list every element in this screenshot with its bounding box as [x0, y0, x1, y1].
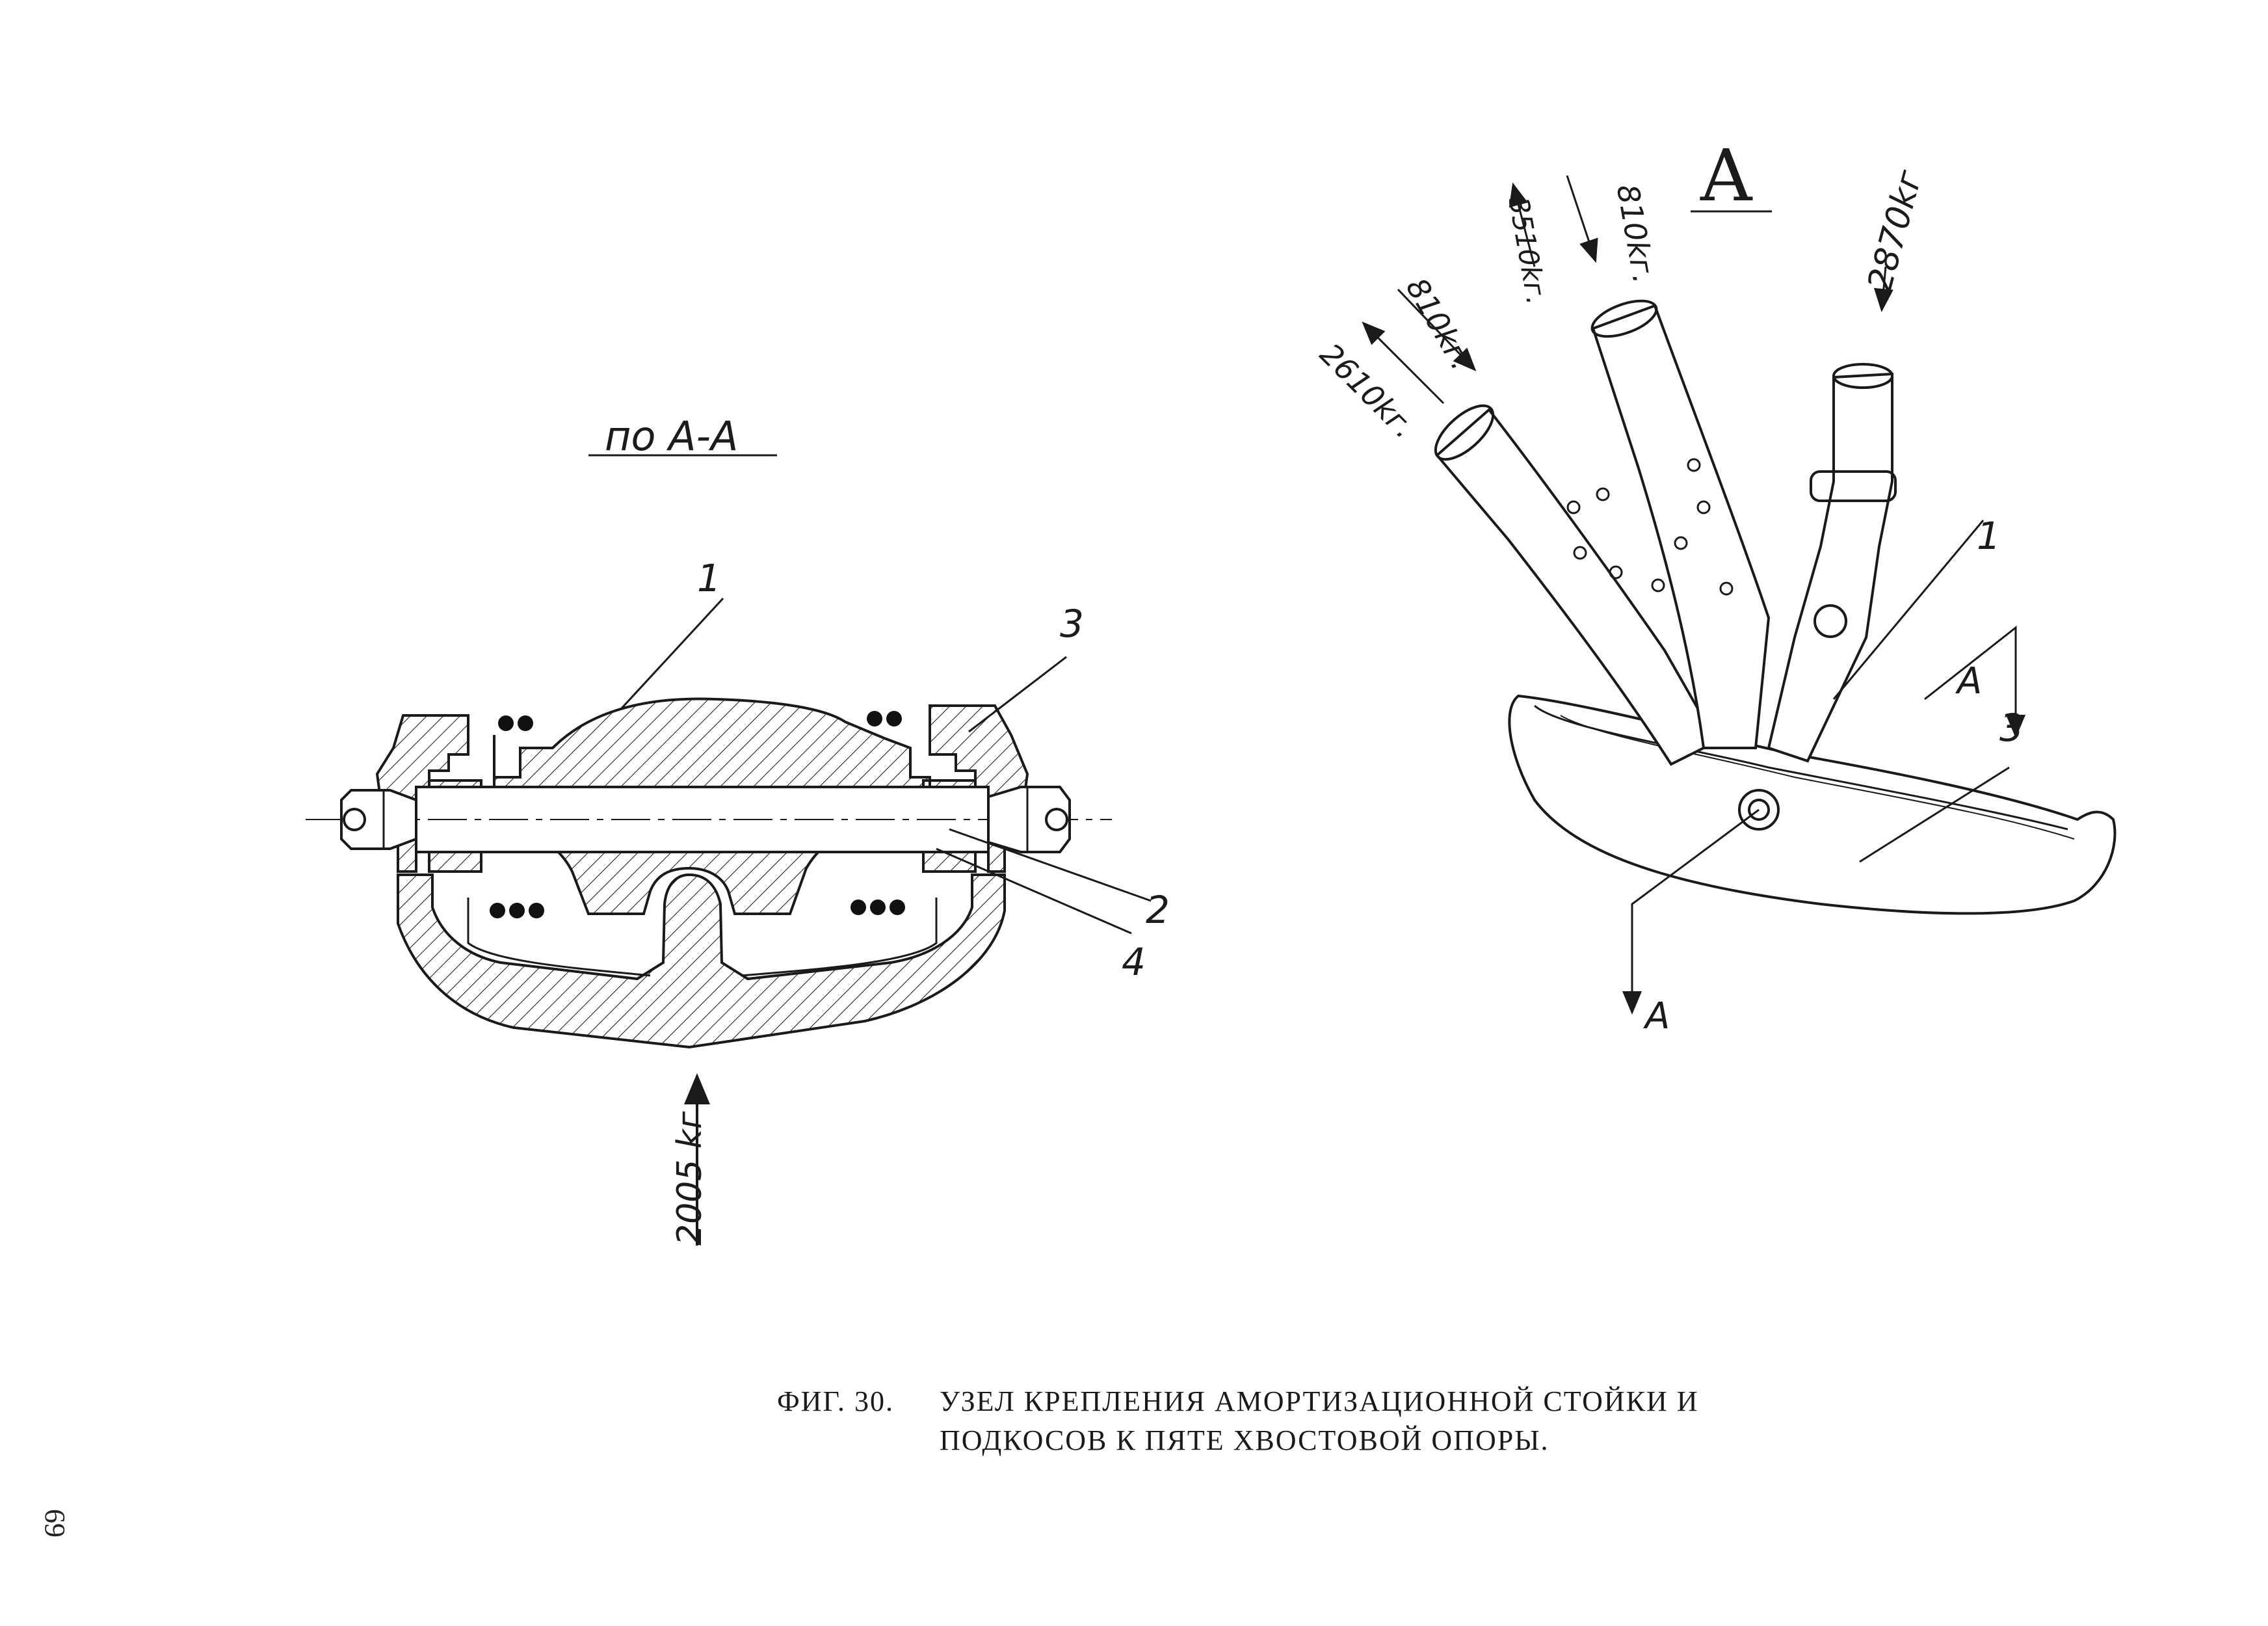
cotter-pin-right [1045, 808, 1068, 831]
caption-line-2: ПОДКОСОВ К ПЯТЕ ХВОСТОВОЙ ОПОРЫ. [940, 1424, 1549, 1456]
leader-4 [936, 847, 1132, 935]
part-label-1: 1 [697, 556, 721, 600]
leader-1-right [1832, 520, 1984, 700]
part-label-right-3: 3 [1999, 706, 2024, 750]
strut-tube-middle [1591, 304, 1771, 749]
part-label-3: 3 [1060, 602, 1084, 646]
tube-end-left [1434, 404, 1495, 461]
load-arrow-2870 [1873, 266, 1893, 312]
bolt-head-left [340, 789, 417, 850]
leader-1 [620, 597, 724, 710]
section-view-a-a [306, 454, 1152, 1246]
load-arrow-3510 [1509, 182, 1536, 267]
part-label-2: 2 [1146, 888, 1170, 932]
leader-2 [949, 828, 1152, 902]
recess-right [741, 898, 938, 977]
shock-strut [1767, 372, 1893, 763]
page-number: 69 [39, 1509, 71, 1538]
tube-end-middle [1590, 299, 1658, 338]
recess-left [467, 898, 651, 977]
shoe-rim-line-2 [1560, 715, 2075, 840]
rivets [1566, 458, 1734, 596]
caption-line-1: УЗЕЛ КРЕПЛЕНИЯ АМОРТИЗАЦИОННОЙ СТОЙКИ И [940, 1385, 1699, 1417]
figure-caption: ФИГ. 30. УЗЕЛ КРЕПЛЕНИЯ АМОРТИЗАЦИОННОЙ С… [777, 1382, 1699, 1460]
load-arrow-810-b [1566, 175, 1598, 263]
section-title: по А-А [605, 412, 739, 460]
section-mark-upper: A [1957, 660, 1983, 702]
heel-casting [397, 873, 1006, 1049]
seal-rings [490, 711, 905, 918]
load-arrow-2610 [1362, 321, 1445, 405]
pivot-bolt-nut [1748, 799, 1770, 821]
perspective-view-a [1362, 175, 2116, 1015]
nut-right [987, 786, 1071, 853]
strut-tube-left [1435, 408, 1719, 766]
leader-3 [968, 656, 1067, 733]
view-letter: A [1700, 134, 1752, 217]
figure-number: ФИГ. 30. [777, 1385, 895, 1417]
strut-top-end [1832, 363, 1893, 389]
strut-clamp [1810, 470, 1897, 502]
load-arrow-810-a [1397, 288, 1477, 371]
cotter-pin-left [343, 808, 366, 831]
part-label-4: 4 [1122, 940, 1146, 984]
load-label-left: 2005 kг [670, 1111, 709, 1246]
part-label-right-1: 1 [1977, 514, 2001, 558]
leader-3-right [1859, 766, 2010, 863]
strut-eye-bolt [1813, 604, 1847, 638]
section-mark-lower: A [1645, 995, 1670, 1037]
